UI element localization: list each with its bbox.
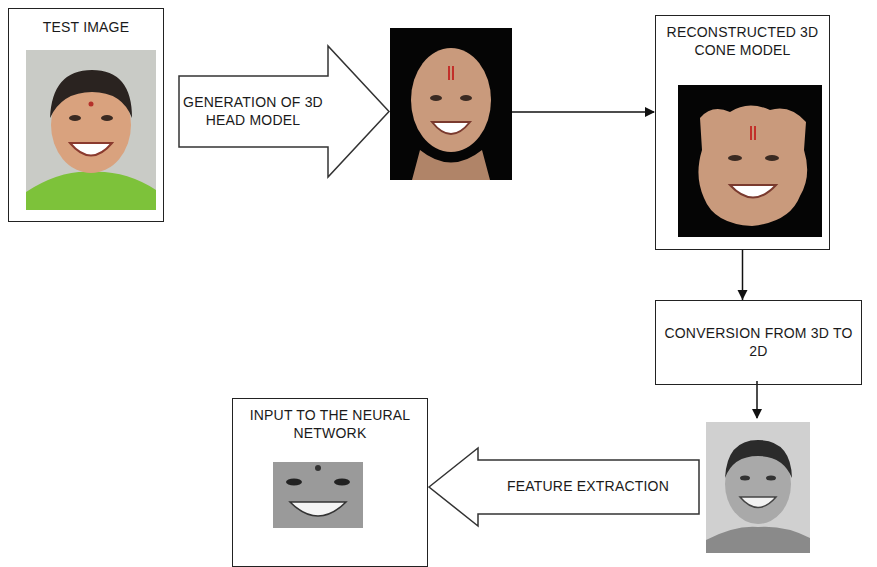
head-model-render <box>432 122 470 134</box>
head-model-render <box>390 28 512 180</box>
test-photo <box>50 70 132 118</box>
test-photo <box>26 50 156 210</box>
grayscale-photo <box>725 440 792 478</box>
cone-model-render <box>730 185 776 198</box>
node-label: TEST IMAGE <box>17 19 155 37</box>
cone-model-render <box>751 126 755 140</box>
node-label: INPUT TO THE NEURAL NETWORK <box>241 407 419 442</box>
test-photo <box>26 172 156 210</box>
grayscale-photo <box>766 476 776 481</box>
cone-model-render <box>678 85 822 237</box>
test-photo <box>70 143 112 156</box>
node-label: CONVERSION FROM 3D TO 2D <box>664 325 853 360</box>
test-photo <box>69 115 81 121</box>
head-model-render <box>460 95 472 101</box>
image-box: TEST IMAGE <box>8 8 164 222</box>
process-block-arrow: FEATURE EXTRACTION <box>428 447 700 527</box>
cone-model-render <box>765 155 779 161</box>
head-model-render <box>411 48 491 152</box>
process-block-arrow: GENERATION OF 3D HEAD MODEL <box>178 45 390 178</box>
network-input-image <box>334 479 350 486</box>
grayscale-photo <box>706 422 810 553</box>
node-label: GENERATION OF 3D HEAD MODEL <box>182 94 324 129</box>
head-model-render <box>390 28 512 180</box>
block-arrow-outline <box>179 46 389 177</box>
network-input-image <box>273 462 363 528</box>
image-box: RECONSTRUCTED 3D CONE MODEL <box>655 15 830 250</box>
arrow-head <box>738 290 748 300</box>
grayscale-photo <box>740 497 776 508</box>
grayscale-photo <box>740 476 750 481</box>
network-input-image <box>273 462 363 528</box>
grayscale-photo <box>706 527 810 553</box>
test-photo <box>26 50 156 210</box>
flow-arrow <box>512 111 654 113</box>
grayscale-photo <box>706 422 810 553</box>
head-model-render <box>430 95 442 101</box>
network-input-image <box>286 479 302 486</box>
head-model-render <box>449 66 453 80</box>
cone-model-render <box>728 155 742 161</box>
flow-arrow <box>756 381 758 418</box>
cone-model-render <box>678 85 822 237</box>
test-photo <box>101 115 113 121</box>
network-input-image <box>290 502 346 516</box>
head-model-render <box>412 150 490 180</box>
node-label: FEATURE EXTRACTION <box>507 478 669 496</box>
test-photo <box>89 102 94 107</box>
cone-model-render <box>698 105 807 226</box>
node-label: RECONSTRUCTED 3D CONE MODEL <box>664 24 821 59</box>
network-input-image <box>315 465 321 471</box>
process-box: CONVERSION FROM 3D TO 2D <box>655 300 862 385</box>
block-arrow-outline <box>429 448 699 526</box>
image-box: INPUT TO THE NEURAL NETWORK <box>232 398 428 567</box>
